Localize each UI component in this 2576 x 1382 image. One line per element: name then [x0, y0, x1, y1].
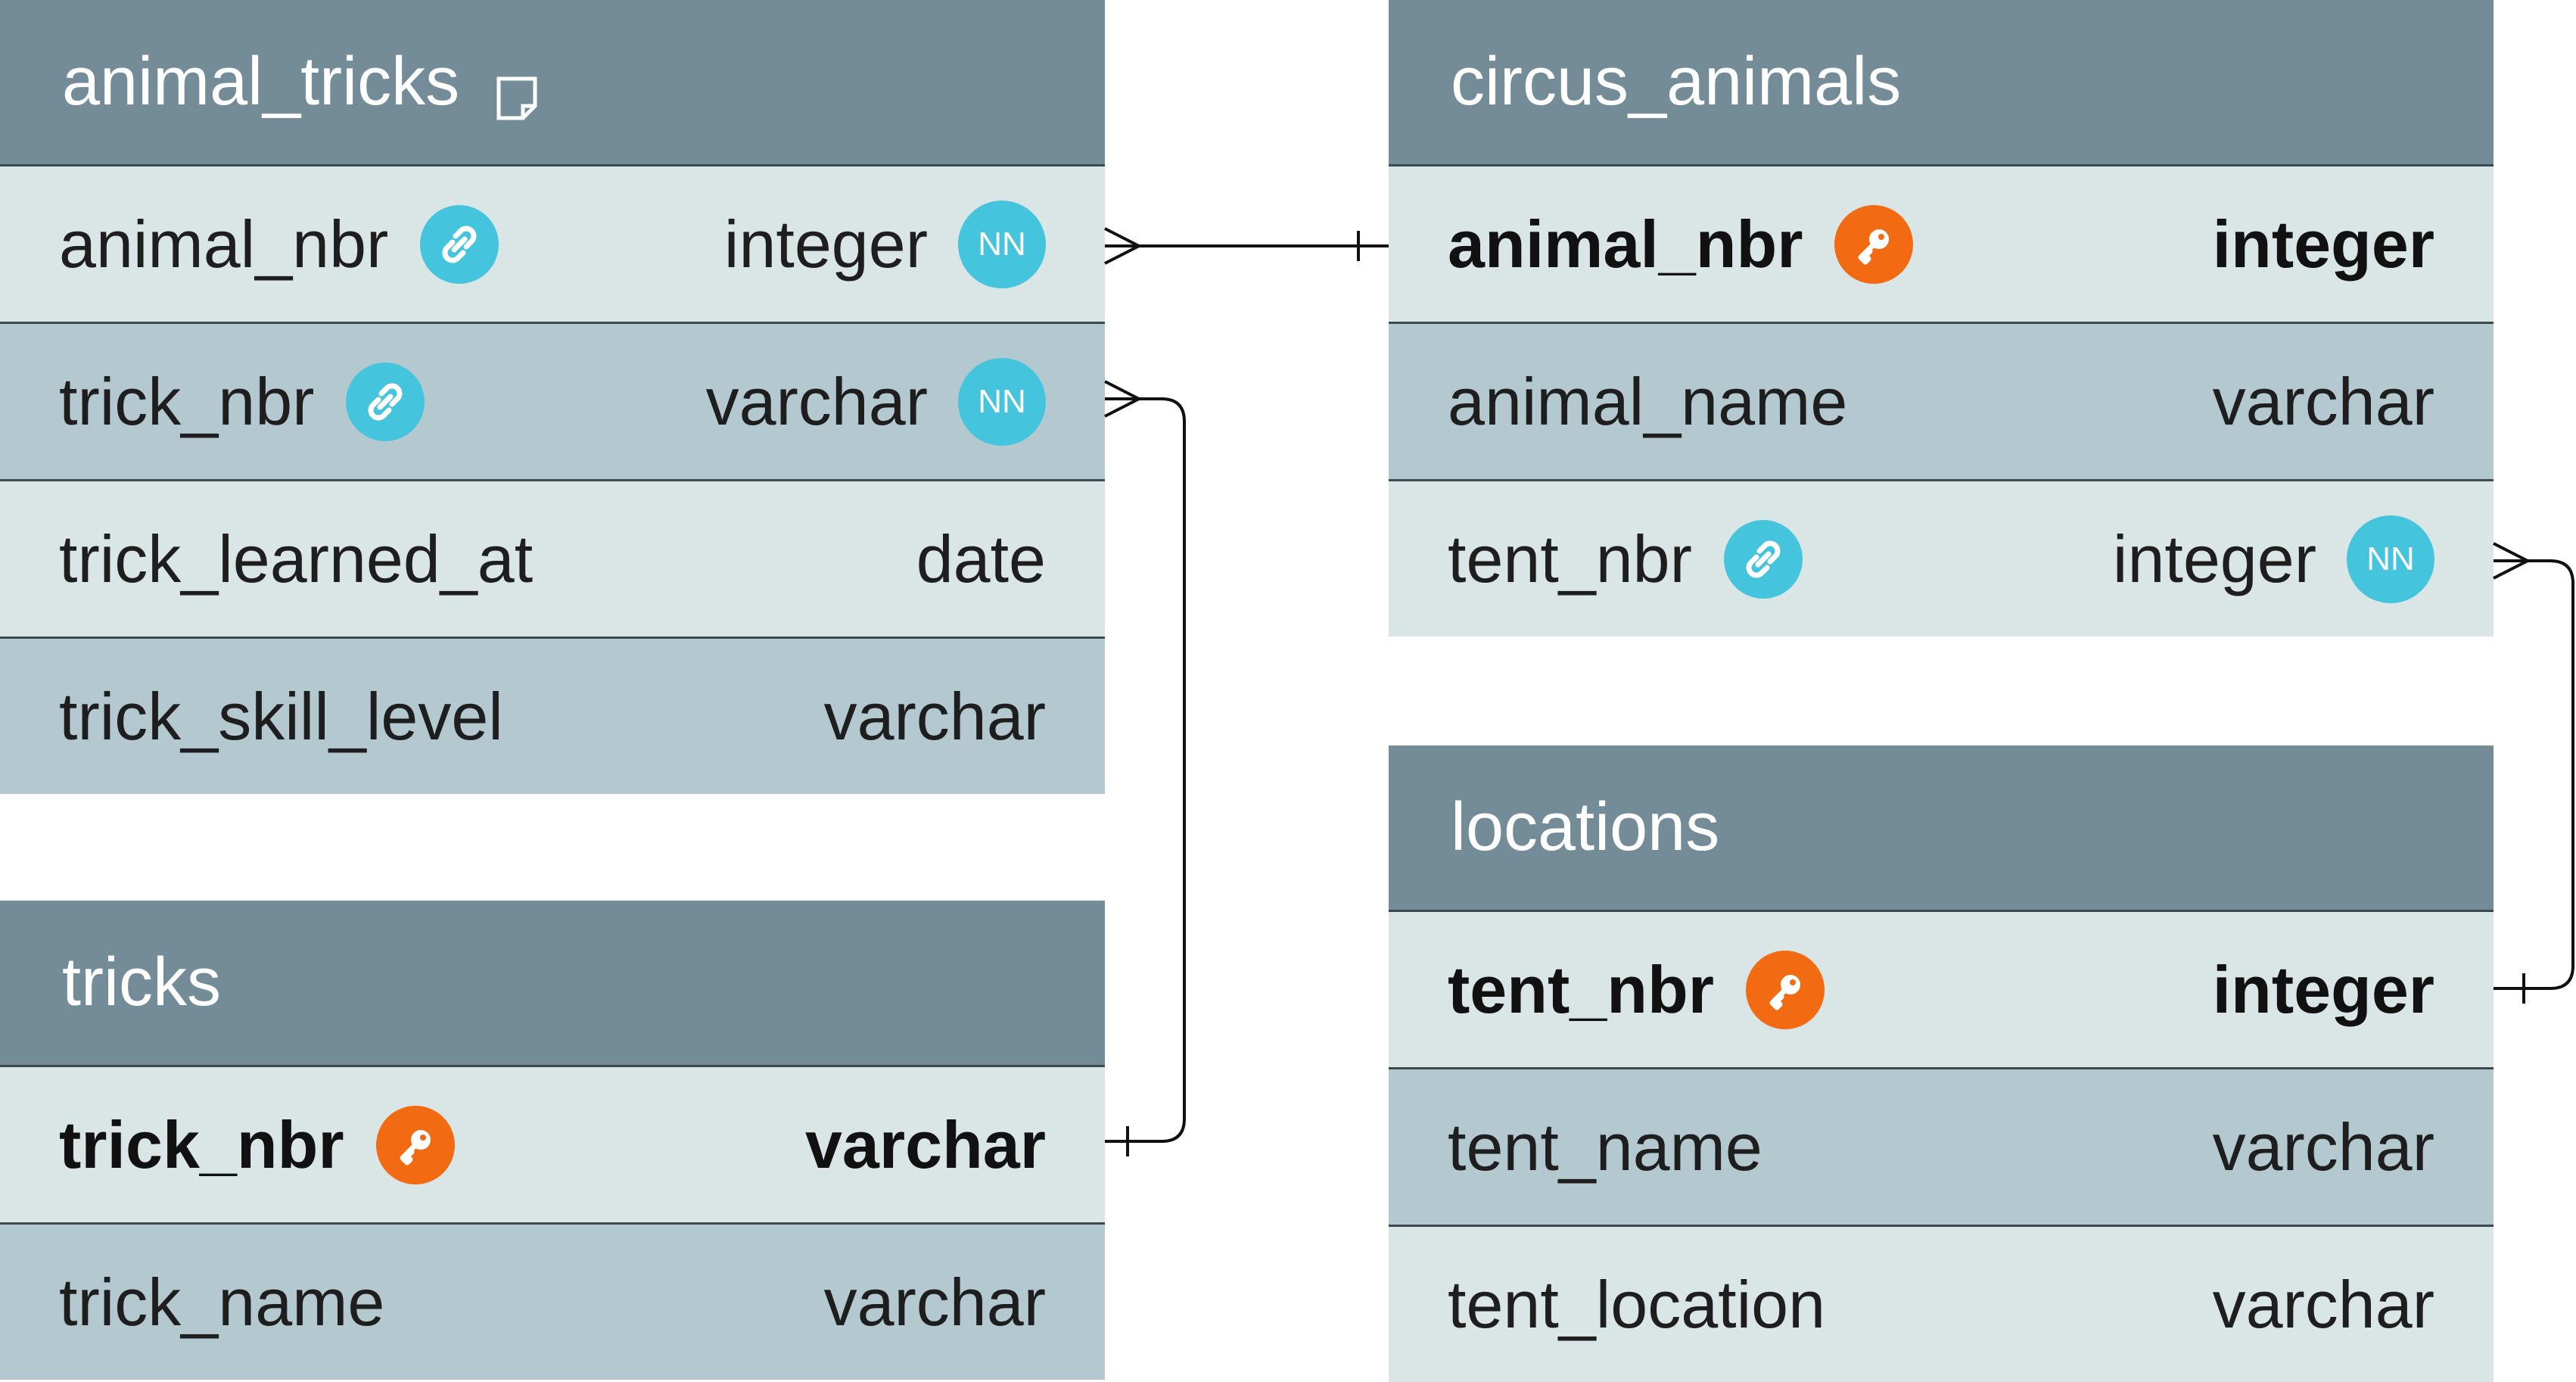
column-name: trick_skill_level	[59, 678, 503, 754]
key-icon	[1746, 950, 1825, 1029]
table-row[interactable]: tent_nbr integer	[1389, 910, 2494, 1067]
table-row[interactable]: animal_name varchar	[1389, 322, 2494, 479]
column-name: animal_name	[1448, 363, 1848, 439]
note-icon[interactable]	[496, 60, 538, 120]
column-type: varchar	[2212, 1266, 2434, 1342]
not-null-badge: NN	[958, 200, 1046, 288]
table-header[interactable]: locations	[1389, 745, 2494, 910]
table-row[interactable]: animal_nbr integer NN	[0, 164, 1105, 322]
table-title: circus_animals	[1451, 44, 1902, 120]
table-header[interactable]: animal_tricks	[0, 0, 1105, 164]
column-type: varchar	[2212, 1109, 2434, 1184]
column-type: integer	[2112, 521, 2316, 596]
table-title: locations	[1451, 789, 1720, 865]
table-row[interactable]: trick_nbr varchar	[0, 1065, 1105, 1222]
column-type: varchar	[823, 1264, 1046, 1340]
table-locations[interactable]: locations tent_nbr integer tent_name var…	[1389, 745, 2494, 1382]
table-animal-tricks[interactable]: animal_tricks animal_nbr integer NN tric…	[0, 0, 1105, 794]
link-icon	[346, 362, 425, 441]
key-icon	[1834, 204, 1914, 284]
table-title: tricks	[62, 945, 221, 1020]
table-title: animal_tricks	[62, 44, 460, 120]
link-icon	[420, 204, 499, 284]
table-row[interactable]: trick_name varchar	[0, 1222, 1105, 1380]
table-row[interactable]: trick_nbr varchar NN	[0, 322, 1105, 479]
column-name: tent_location	[1448, 1266, 1826, 1342]
column-type: integer	[2212, 206, 2434, 282]
column-type: integer	[2212, 951, 2434, 1027]
table-row[interactable]: trick_skill_level varchar	[0, 637, 1105, 794]
relation-animal-nbr[interactable]	[1104, 227, 1389, 265]
not-null-badge: NN	[958, 357, 1046, 446]
table-row[interactable]: tent_nbr integer NN	[1389, 479, 2494, 637]
column-name: trick_learned_at	[59, 521, 534, 596]
column-name: trick_nbr	[59, 1107, 344, 1182]
column-name: tent_nbr	[1448, 951, 1714, 1027]
column-type: date	[916, 521, 1046, 596]
column-name: animal_nbr	[1448, 206, 1803, 282]
table-circus-animals[interactable]: circus_animals animal_nbr integer animal…	[1389, 0, 2494, 637]
column-type: varchar	[804, 1107, 1046, 1182]
table-tricks[interactable]: tricks trick_nbr varchar trick_name varc…	[0, 901, 1105, 1380]
table-row[interactable]: trick_learned_at date	[0, 479, 1105, 637]
relation-tent-nbr[interactable]	[2493, 542, 2574, 1004]
table-row[interactable]: tent_location varchar	[1389, 1225, 2494, 1382]
column-name: trick_name	[59, 1264, 385, 1340]
column-type: varchar	[2212, 363, 2434, 439]
key-icon	[375, 1105, 455, 1184]
column-type: integer	[723, 206, 928, 282]
table-header[interactable]: circus_animals	[1389, 0, 2494, 164]
column-name: trick_nbr	[59, 363, 315, 439]
column-type: varchar	[823, 678, 1046, 754]
table-row[interactable]: tent_name varchar	[1389, 1067, 2494, 1225]
column-type: varchar	[705, 363, 928, 439]
column-name: tent_name	[1448, 1109, 1762, 1184]
relation-trick-nbr[interactable]	[1104, 380, 1186, 1156]
column-name: animal_nbr	[59, 206, 389, 282]
link-icon	[1723, 519, 1803, 599]
not-null-badge: NN	[2347, 515, 2434, 603]
table-header[interactable]: tricks	[0, 901, 1105, 1065]
table-row[interactable]: animal_nbr integer	[1389, 164, 2494, 322]
column-name: tent_nbr	[1448, 521, 1692, 596]
